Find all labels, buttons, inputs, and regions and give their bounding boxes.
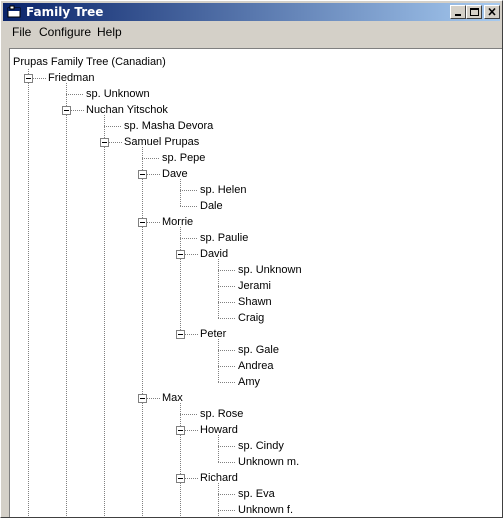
tree-node[interactable]: David — [200, 248, 229, 260]
collapse-toggle-icon[interactable] — [62, 106, 71, 115]
window-title: Family Tree — [26, 5, 104, 19]
tree-node[interactable]: Shawn — [238, 296, 272, 308]
title-bar[interactable]: Family Tree — [3, 3, 500, 21]
tree-node[interactable]: sp. Paulie — [200, 232, 249, 244]
tree-node[interactable]: Dale — [200, 200, 223, 212]
tree-node[interactable]: sp. Pepe — [162, 152, 206, 164]
tree-node[interactable]: sp. Helen — [200, 184, 247, 196]
minimize-icon — [455, 14, 461, 16]
maximize-icon — [470, 8, 479, 16]
menu-file[interactable]: File — [12, 25, 32, 39]
collapse-toggle-icon[interactable] — [100, 138, 109, 147]
tree-node[interactable]: Unknown m. — [238, 456, 300, 468]
family-tree-view[interactable]: Prupas Family Tree (Canadian) Friedman sp.… — [9, 48, 502, 517]
tree-node[interactable]: sp. Unknown — [238, 264, 302, 276]
tree-node[interactable]: Howard — [200, 424, 238, 436]
tree-node[interactable]: Max — [162, 392, 183, 404]
collapse-toggle-icon[interactable] — [138, 394, 147, 403]
app-icon — [7, 5, 21, 18]
menu-help[interactable]: Help — [97, 25, 122, 39]
tree-node[interactable]: sp. Gale — [238, 344, 279, 356]
collapse-toggle-icon[interactable] — [24, 74, 33, 83]
tree-node[interactable]: Samuel Prupas — [124, 136, 200, 148]
tree-node[interactable]: Peter — [200, 328, 227, 340]
tree-node[interactable]: sp. Rose — [200, 408, 244, 420]
tree-node[interactable]: Andrea — [238, 360, 274, 372]
tree-node[interactable]: Craig — [238, 312, 265, 324]
collapse-toggle-icon[interactable] — [176, 474, 185, 483]
tree-node[interactable]: Nuchan Yitschok — [86, 104, 168, 116]
tree-node[interactable]: Unknown f. — [238, 504, 294, 516]
menu-bar: File Configure Help — [3, 22, 500, 42]
close-button[interactable] — [484, 5, 500, 19]
tree-node[interactable]: Dave — [162, 168, 188, 180]
tree-node[interactable]: sp. Masha Devora — [124, 120, 214, 132]
minimize-button[interactable] — [450, 5, 466, 19]
menu-configure[interactable]: Configure — [39, 25, 92, 39]
tree-root[interactable]: Prupas Family Tree (Canadian) — [13, 56, 166, 68]
collapse-toggle-icon[interactable] — [138, 218, 147, 227]
tree-node[interactable]: sp. Cindy — [238, 440, 284, 452]
tree-connector-lines — [28, 69, 236, 517]
tree-node[interactable]: Friedman — [48, 72, 95, 84]
tree-node[interactable]: sp. Unknown — [86, 88, 150, 100]
tree-node[interactable]: Morrie — [162, 216, 194, 228]
close-icon — [488, 7, 496, 16]
collapse-toggle-icon[interactable] — [176, 250, 185, 259]
collapse-toggle-icon[interactable] — [176, 330, 185, 339]
tree-node[interactable]: Richard — [200, 472, 238, 484]
collapse-toggle-icon[interactable] — [176, 426, 185, 435]
tree-node[interactable]: sp. Eva — [238, 488, 275, 500]
tree-node[interactable]: Jerami — [238, 280, 272, 292]
maximize-button[interactable] — [466, 5, 482, 19]
tree-node[interactable]: Amy — [238, 376, 260, 388]
collapse-toggle-icon[interactable] — [138, 170, 147, 179]
